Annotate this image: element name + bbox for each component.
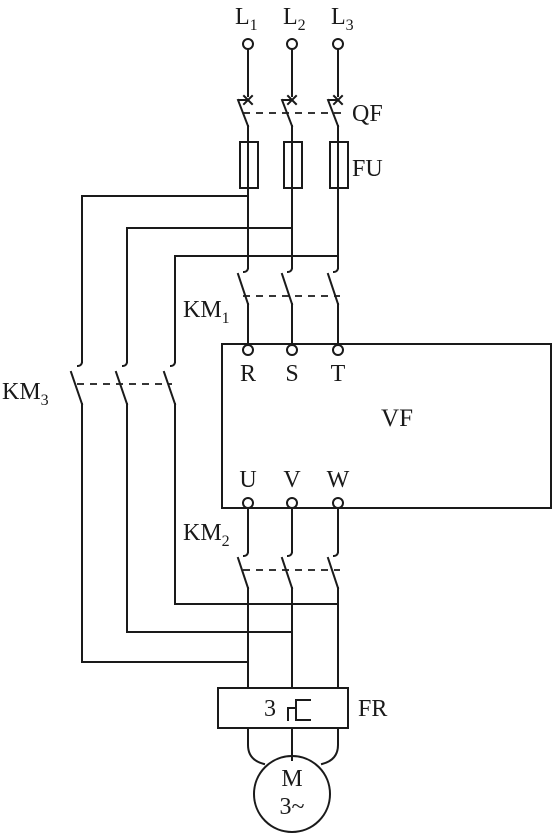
bypass-wires (81, 195, 339, 663)
contactor-km2 (236, 550, 340, 590)
fr-to-motor-wires (247, 727, 339, 766)
inverter-terminal-t (332, 344, 344, 356)
thermal-element-icon (287, 699, 311, 721)
label-vf: VF (381, 405, 413, 432)
inverter-terminal-r (242, 344, 254, 356)
terminal-L2 (286, 38, 298, 50)
inverter-terminal-u (242, 497, 254, 509)
label-L3: L3 (331, 4, 354, 34)
motor (253, 755, 331, 833)
label-r: R (240, 361, 256, 387)
overload-relay-fr (217, 687, 349, 729)
inverter-terminal-v (286, 497, 298, 509)
label-v: V (283, 467, 301, 493)
supply-wires (247, 48, 339, 97)
label-motor-m: M (281, 766, 302, 792)
label-L2: L2 (283, 4, 306, 34)
inverter-vf-box (221, 343, 552, 509)
vf-to-km2-wires (247, 507, 339, 553)
km2-to-fr-wires (247, 587, 339, 689)
breaker-to-fuse-wires (247, 125, 339, 143)
label-km3: KM3 (2, 379, 49, 409)
terminal-L1 (242, 38, 254, 50)
inverter-terminal-s (286, 344, 298, 356)
contactor-km1 (236, 266, 340, 345)
inverter-terminal-w (332, 497, 344, 509)
label-qf: QF (352, 101, 383, 127)
label-motor-phase: 3~ (280, 794, 305, 820)
label-L1: L1 (235, 4, 258, 34)
label-w: W (327, 467, 350, 493)
contactor-km3 (69, 360, 177, 406)
breaker-qf (236, 94, 344, 128)
label-km2: KM2 (183, 520, 230, 550)
label-fu: FU (352, 156, 383, 182)
terminal-L3 (332, 38, 344, 50)
label-t: T (331, 361, 346, 387)
label-u: U (239, 467, 256, 493)
fuses-fu (239, 141, 349, 189)
label-fr-poles: 3 (264, 696, 276, 722)
label-km1: KM1 (183, 297, 230, 327)
label-s: S (285, 361, 298, 387)
label-fr: FR (358, 696, 387, 722)
